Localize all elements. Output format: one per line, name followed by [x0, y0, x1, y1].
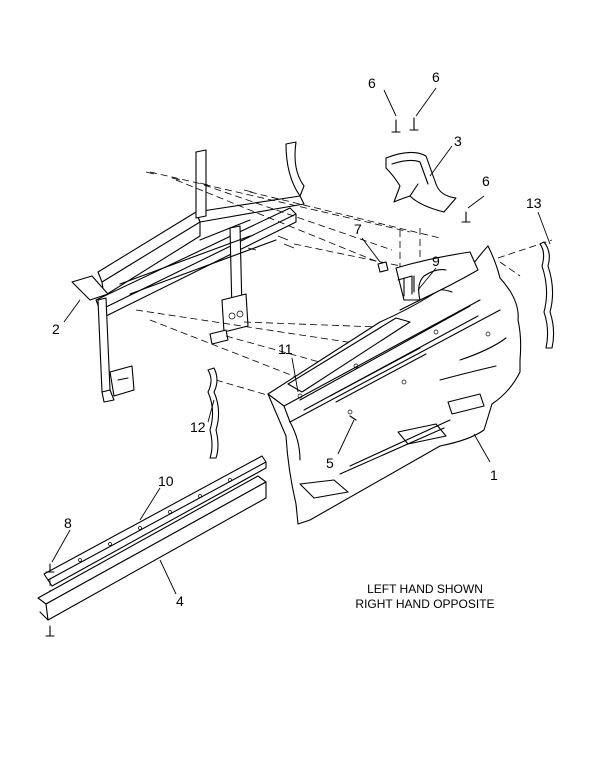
callout-5: 5 — [326, 455, 334, 471]
callout-6-left: 6 — [368, 75, 376, 91]
part-8-screw — [45, 563, 55, 637]
callout-3: 3 — [454, 133, 462, 149]
callout-6-lower: 6 — [482, 173, 490, 189]
callout-6-right: 6 — [432, 69, 440, 85]
note-line-1: LEFT HAND SHOWN — [367, 582, 483, 596]
note-line-2: RIGHT HAND OPPOSITE — [355, 597, 495, 611]
part-2-frame-bracket — [71, 141, 305, 403]
part-1-body-panel — [267, 245, 522, 525]
part-6-screws — [391, 117, 471, 223]
leader-lines — [51, 87, 551, 595]
part-4-lower-rail — [37, 475, 267, 621]
part-13-side-strip — [539, 241, 555, 349]
part-12-side-strip — [207, 367, 220, 459]
callout-12: 12 — [190, 419, 206, 435]
orientation-note: LEFT HAND SHOWN RIGHT HAND OPPOSITE — [340, 582, 510, 612]
callout-4: 4 — [176, 593, 184, 609]
callout-13: 13 — [526, 195, 542, 211]
callout-10: 10 — [158, 473, 174, 489]
callout-7: 7 — [354, 221, 362, 237]
part-10-strip — [43, 455, 267, 587]
callout-1: 1 — [490, 467, 498, 483]
part-5-screw — [349, 415, 357, 421]
part-7-nut — [377, 261, 389, 273]
part-3-cover — [385, 151, 457, 213]
callout-labels: 6 6 3 6 7 9 13 2 11 12 5 1 10 8 4 — [52, 69, 542, 609]
callout-2: 2 — [52, 321, 60, 337]
callout-8: 8 — [64, 515, 72, 531]
callout-11: 11 — [278, 341, 293, 357]
callout-9: 9 — [432, 253, 440, 269]
